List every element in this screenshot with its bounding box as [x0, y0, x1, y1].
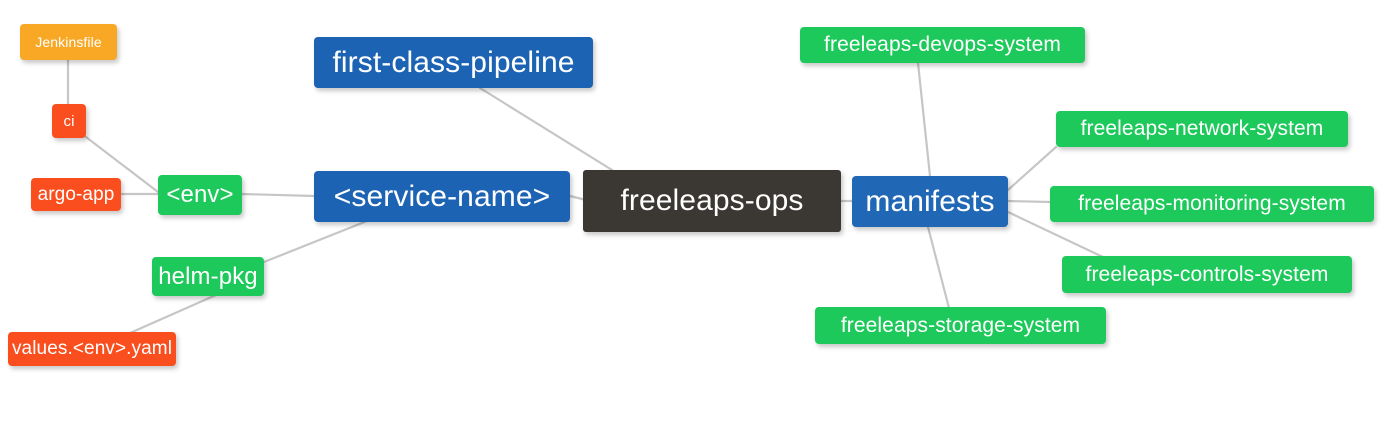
node-first-class-pipeline-label: first-class-pipeline: [332, 45, 575, 79]
node-values-yaml-label: values.<env>.yaml: [11, 338, 173, 359]
edge-values-helm-pkg: [128, 293, 218, 335]
node-jenkinsfile-label: Jenkinsfile: [35, 34, 102, 50]
node-env-label: <env>: [166, 181, 234, 208]
node-freeleaps-ops-root[interactable]: freeleaps-ops: [583, 170, 841, 232]
node-freeleaps-ops-label: freeleaps-ops: [620, 184, 804, 217]
edge-helm-pkg-service-name: [262, 217, 374, 264]
node-helm-pkg[interactable]: helm-pkg: [152, 257, 264, 296]
edge-manifests-devops-system: [916, 61, 932, 178]
node-freeleaps-storage-system-label: freeleaps-storage-system: [840, 313, 1081, 337]
node-helm-pkg-label: helm-pkg: [158, 262, 258, 290]
edge-manifests-monitoring-system: [1006, 199, 1052, 204]
node-env[interactable]: <env>: [158, 175, 242, 215]
node-freeleaps-controls-system-label: freeleaps-controls-system: [1085, 262, 1329, 286]
node-manifests-label: manifests: [865, 184, 995, 218]
node-manifests[interactable]: manifests: [852, 176, 1008, 227]
node-argo-app[interactable]: argo-app: [31, 178, 121, 211]
node-freeleaps-monitoring-system-label: freeleaps-monitoring-system: [1078, 192, 1346, 215]
node-freeleaps-network-system[interactable]: freeleaps-network-system: [1056, 111, 1348, 147]
node-freeleaps-storage-system[interactable]: freeleaps-storage-system: [815, 307, 1106, 344]
edge-pipeline-root: [478, 86, 614, 172]
node-freeleaps-monitoring-system[interactable]: freeleaps-monitoring-system: [1050, 186, 1374, 222]
node-service-name-label: <service-name>: [333, 179, 551, 213]
node-freeleaps-controls-system[interactable]: freeleaps-controls-system: [1062, 256, 1352, 293]
edge-manifests-network-system: [1006, 145, 1058, 192]
edge-env-service-name: [240, 192, 316, 198]
node-freeleaps-devops-system[interactable]: freeleaps-devops-system: [800, 27, 1085, 63]
node-ci[interactable]: ci: [52, 104, 86, 138]
node-service-name[interactable]: <service-name>: [314, 171, 570, 222]
node-freeleaps-devops-system-label: freeleaps-devops-system: [824, 33, 1061, 56]
node-values-yaml[interactable]: values.<env>.yaml: [8, 332, 176, 366]
edge-manifests-storage-system: [926, 225, 951, 310]
node-freeleaps-network-system-label: freeleaps-network-system: [1080, 117, 1324, 140]
node-first-class-pipeline[interactable]: first-class-pipeline: [314, 37, 593, 88]
node-jenkinsfile[interactable]: Jenkinsfile: [20, 24, 117, 60]
node-argo-app-label: argo-app: [37, 183, 115, 205]
node-ci-label: ci: [63, 112, 75, 130]
